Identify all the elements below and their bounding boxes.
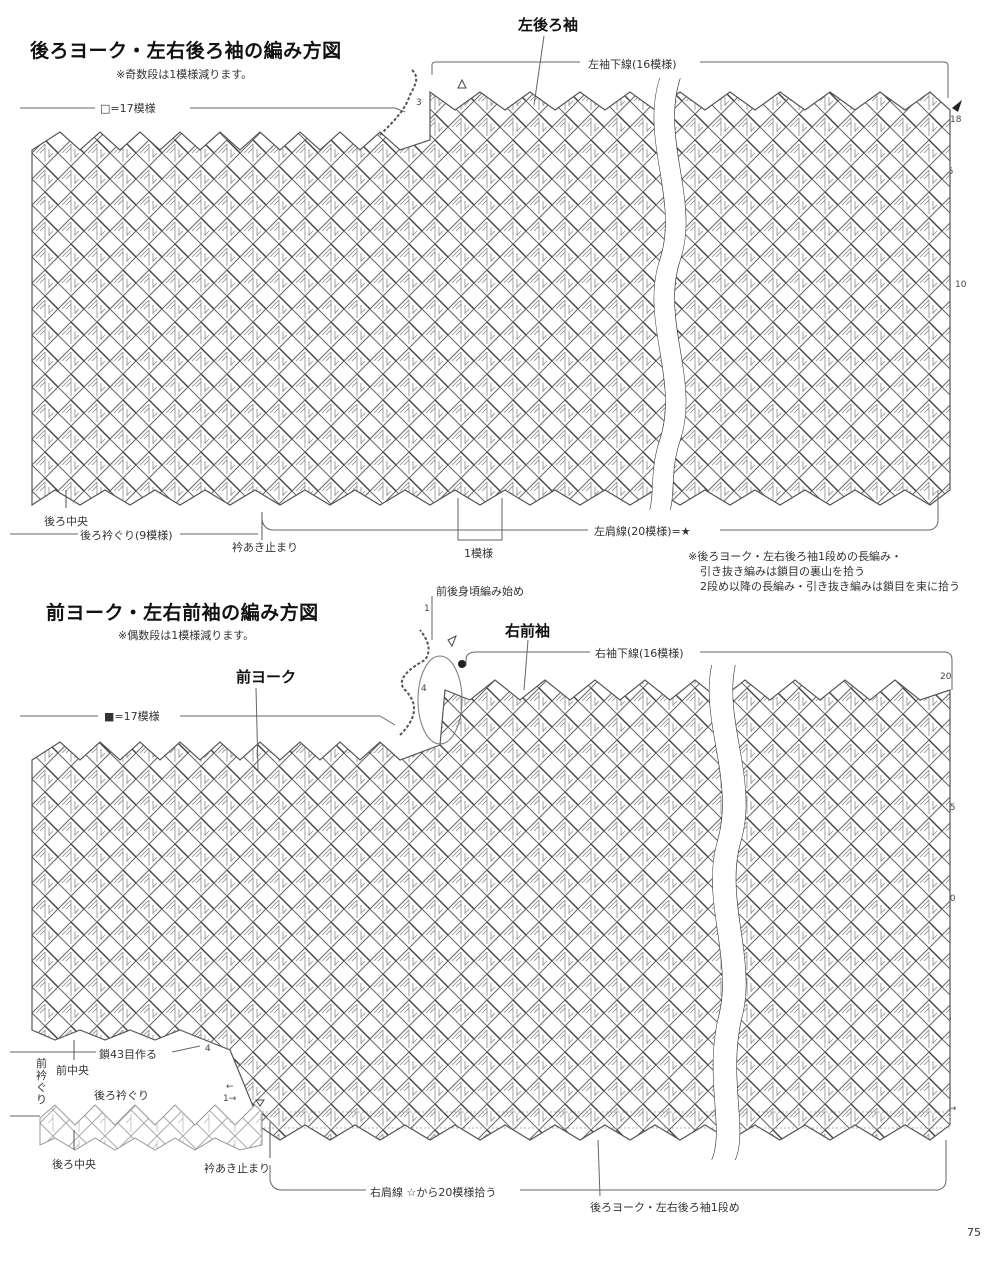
section1-sleeve-leader — [533, 35, 545, 106]
s2-row-20: 20 — [940, 672, 952, 682]
section2-start-dot — [458, 660, 466, 668]
section1-neckline-label: 後ろ衿ぐり(9模様) — [80, 529, 173, 542]
section2-stitch-body — [31, 679, 951, 1141]
s2-start-1-arrow: 1→ — [223, 1094, 237, 1104]
section2-yoke-leader — [255, 687, 259, 771]
section2-underarm-label: 右袖下線(16模様) — [595, 647, 684, 660]
section1-start-triangle — [457, 78, 467, 89]
section1-repeat-leader — [20, 107, 406, 113]
section2-first-row-band — [261, 1111, 951, 1129]
section1-underarm-bracket — [431, 61, 949, 98]
s2-start-4: 4 — [421, 684, 427, 694]
section1-subtitle: ※奇数段は1模様減ります。 — [116, 68, 253, 81]
section2-neck-open-label: 衿あき止まり — [204, 1162, 270, 1175]
section2-repeat-leader — [20, 715, 396, 726]
s1-row-18: 18 — [950, 115, 962, 125]
section1-underarm-label: 左袖下線(16模様) — [588, 58, 677, 71]
section1-one-repeat-bracket — [457, 498, 503, 541]
section2-chain-leader — [10, 1045, 201, 1053]
section2-yoke-label: 前ヨーク — [236, 668, 297, 686]
section2-sleeve-leader — [523, 639, 529, 691]
section2-chain-label: 鎖43目作る — [99, 1048, 157, 1061]
section1-one-repeat-label: 1模様 — [464, 547, 493, 560]
section1-stitch-body — [31, 90, 951, 507]
section2-first-row-leader — [597, 1139, 601, 1197]
section2-shoulder-bracket — [269, 1140, 947, 1191]
section2-back-yoke-strip — [39, 1104, 263, 1151]
section2-title: 前ヨーク・左右前袖の編み方図 — [46, 602, 319, 624]
section1-center-label: 後ろ中央 — [44, 515, 88, 528]
section2-front-center-label: 前中央 — [56, 1064, 89, 1077]
section1-chart — [10, 35, 962, 541]
section1-title: 後ろヨーク・左右後ろ袖の編み方図 — [30, 40, 342, 62]
section2-start-triangle — [447, 634, 457, 648]
section1-notes: ※後ろヨーク・左右後ろ袖1段めの長編み・ 引き抜き編みは鎖目の裏山を拾う 2段め… — [688, 549, 960, 594]
section1-chain-start — [379, 69, 418, 136]
note-line-3: 2段め以降の長編み・引き抜き編みは鎖目を束に拾う — [700, 580, 960, 593]
section2-front-neck-label: 前衿ぐり — [36, 1057, 47, 1106]
section1-neck-open-label: 衿あき止まり — [232, 541, 298, 554]
note-line-1: ※後ろヨーク・左右後ろ袖1段めの長編み・ — [688, 550, 902, 563]
section2-wavy-gap — [709, 665, 746, 1160]
s1-row-10: 10 — [955, 280, 967, 290]
section2-back-neck-label: 後ろ衿ぐり — [94, 1089, 149, 1102]
note-line-2: 引き抜き編みは鎖目の裏山を拾う — [700, 565, 865, 578]
page-number: 75 — [967, 1226, 981, 1239]
section2-start-circle — [417, 655, 463, 745]
section2-first-row-label: 後ろヨーク・左右後ろ袖1段め — [590, 1201, 740, 1214]
s2-left-4: 4 — [205, 1044, 211, 1054]
section2-left-triangle — [255, 1099, 265, 1107]
section2-shoulder-label: 右肩線 ☆から20模様拾う — [370, 1186, 497, 1199]
section1-wavy-right — [669, 77, 687, 511]
section2-start-label: 前後身頃編み始め — [436, 585, 524, 598]
section1-wavy-gap — [650, 78, 686, 510]
section1-repeat-label: □=17模様 — [100, 102, 156, 115]
section2-underarm-bracket — [465, 651, 953, 690]
section1-end-triangle — [952, 100, 962, 112]
s1-start-3: 3 — [416, 98, 422, 108]
section2-chain-start — [399, 629, 430, 736]
section2-chart — [10, 596, 953, 1197]
section2-back-center-label: 後ろ中央 — [52, 1158, 96, 1171]
section2-repeat-label: ■=17模様 — [104, 710, 160, 723]
s2-start-1: 1 — [424, 604, 430, 614]
section2-subtitle: ※偶数段は1模様減ります。 — [118, 629, 255, 642]
section1-sleeve-label: 左後ろ袖 — [518, 16, 579, 34]
section2-sleeve-label: 右前袖 — [505, 622, 551, 640]
section1-shoulder-label: 左肩線(20模様)=★ — [594, 525, 691, 538]
s2-left-arrow: ← — [226, 1082, 234, 1092]
